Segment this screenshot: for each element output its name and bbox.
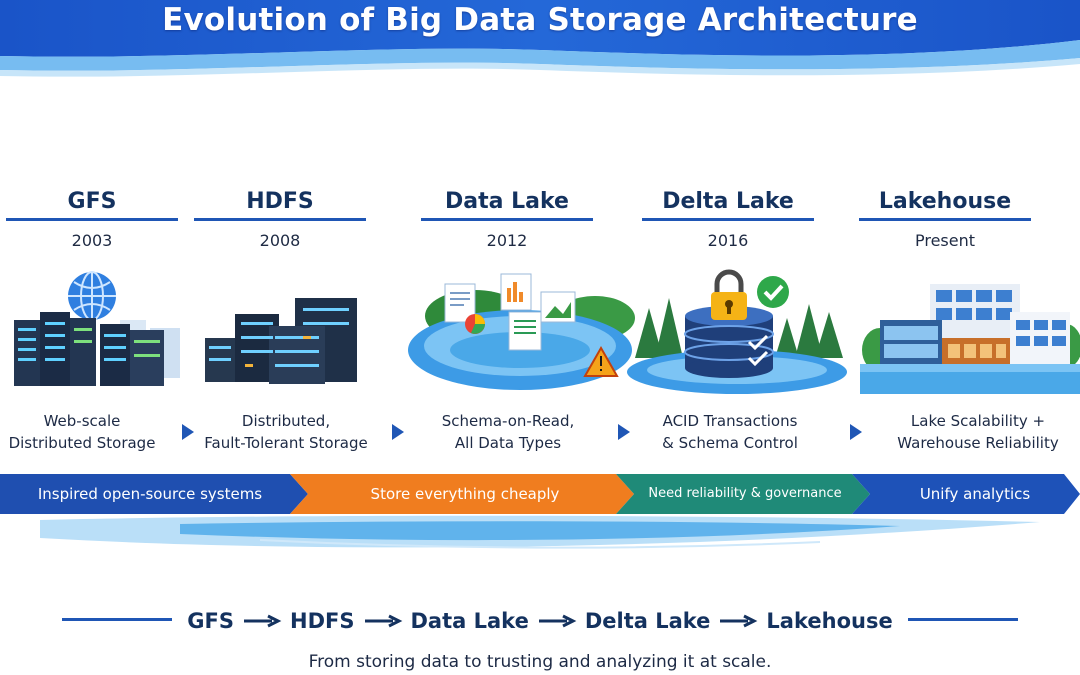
band-segment <box>290 474 634 514</box>
stage-description: Lake Scalability + Warehouse Reliability <box>878 410 1078 454</box>
data-lake-illustration <box>405 268 635 398</box>
chevron-right-icon <box>182 424 194 440</box>
description-line: Fault-Tolerant Storage <box>204 434 368 452</box>
stage-description: ACID Transactions & Schema Control <box>630 410 830 454</box>
title-banner: Evolution of Big Data Storage Architectu… <box>0 0 1080 78</box>
stage-name: Data Lake <box>445 189 569 214</box>
flow-item: Lakehouse <box>766 609 893 633</box>
band-label: Inspired open-source systems <box>37 485 263 503</box>
flow-item: HDFS <box>290 609 355 633</box>
stage-name: Delta Lake <box>662 189 794 214</box>
stage-lakehouse: Lakehouse Present <box>845 186 1045 250</box>
description-line: Schema-on-Read, <box>441 412 575 430</box>
water-ripple <box>40 515 1040 549</box>
stage-divider <box>642 218 814 221</box>
arrow-right-icon <box>538 614 577 628</box>
stage-name: HDFS <box>246 189 314 214</box>
stage-description: Schema-on-Read, All Data Types <box>408 410 608 454</box>
stage-name: GFS <box>67 189 117 214</box>
stage-gfs: GFS 2003 <box>0 186 192 250</box>
server-rack-icon <box>205 298 357 384</box>
chevron-right-icon <box>618 424 630 440</box>
stage-year: 2012 <box>486 231 528 250</box>
building-icon <box>860 284 1080 394</box>
description-line: Warehouse Reliability <box>897 434 1059 452</box>
flow-item: Data Lake <box>410 609 529 633</box>
stage-name: Lakehouse <box>878 189 1012 214</box>
chevron-right-icon <box>850 424 862 440</box>
data-lake-scene <box>408 273 635 390</box>
page-title: Evolution of Big Data Storage Architectu… <box>162 2 918 38</box>
lock-icon <box>711 269 747 320</box>
stage-year: Present <box>914 231 976 250</box>
stage-year: 2008 <box>259 231 301 250</box>
description-line: ACID Transactions <box>662 412 798 430</box>
flow-item: GFS <box>187 609 235 633</box>
stage-description: Web-scale Distributed Storage <box>0 410 182 454</box>
hdfs-illustration <box>195 268 411 398</box>
stage-delta-lake: Delta Lake 2016 <box>628 186 828 250</box>
band-segment <box>852 474 1080 514</box>
description-line: & Schema Control <box>662 434 798 452</box>
band-label: Store everything cheaply <box>370 485 560 503</box>
arrow-right-icon <box>720 614 758 628</box>
delta-lake-scene <box>627 269 847 394</box>
description-line: Lake Scalability + <box>910 412 1046 430</box>
band-label: Need reliability & governance <box>648 486 842 501</box>
lakehouse-illustration <box>860 268 1080 398</box>
chevron-right-icon <box>392 424 404 440</box>
flow-divider <box>62 618 172 621</box>
band-segment <box>616 474 870 514</box>
stage-divider <box>6 218 178 221</box>
document-icon <box>444 273 576 351</box>
progress-band <box>0 474 1080 514</box>
band-label: Unify analytics <box>919 485 1031 503</box>
description-line: All Data Types <box>454 434 562 452</box>
server-rack-icon <box>14 271 180 386</box>
description-line: Distributed Storage <box>8 434 156 452</box>
stage-data-lake: Data Lake 2012 <box>407 186 607 250</box>
flow-summary: GFS HDFS Data Lake Delta Lake Lakehouse <box>180 605 900 637</box>
stage-hdfs: HDFS 2008 <box>180 186 380 250</box>
description-line: Distributed, <box>241 412 331 430</box>
description-line: Web-scale <box>43 412 121 430</box>
stage-divider <box>859 218 1031 221</box>
stage-year: 2003 <box>71 231 113 250</box>
checkmark-icon <box>757 276 789 308</box>
arrow-right-icon <box>364 614 402 628</box>
stage-divider <box>194 218 366 221</box>
banner-wave <box>0 0 1080 77</box>
delta-lake-illustration <box>625 268 850 398</box>
stage-description: Distributed, Fault-Tolerant Storage <box>186 410 386 454</box>
band-segment <box>0 474 308 514</box>
flow-divider <box>908 618 1018 621</box>
gfs-illustration <box>0 268 216 398</box>
database-icon <box>684 306 774 378</box>
warning-icon <box>583 345 619 377</box>
stage-year: 2016 <box>707 231 749 250</box>
stage-divider <box>421 218 593 221</box>
arrow-right-icon <box>244 614 282 628</box>
tagline: From storing data to trusting and analyz… <box>308 652 772 672</box>
flow-item: Delta Lake <box>584 609 711 633</box>
